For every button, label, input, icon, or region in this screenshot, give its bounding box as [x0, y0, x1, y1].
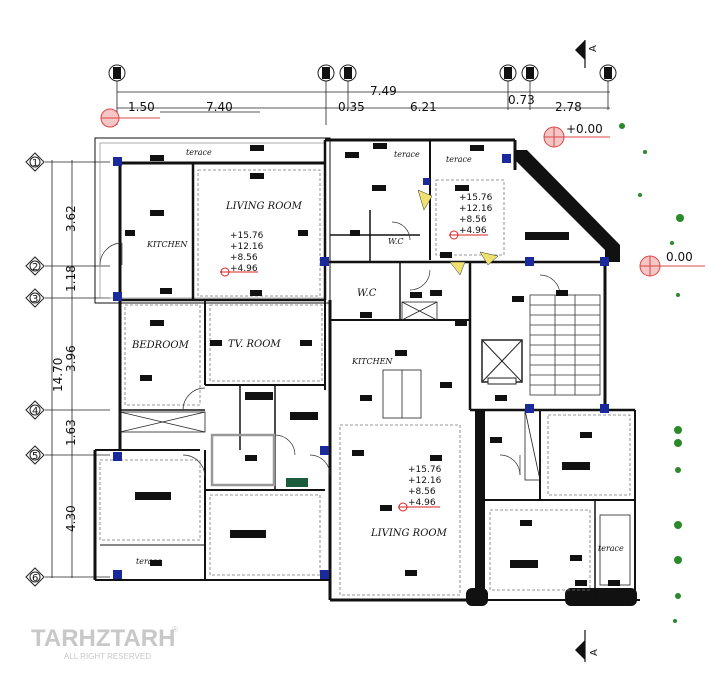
top-dimension-3: 0.35 — [338, 100, 365, 114]
svg-text:+15.76: +15.76 — [230, 231, 264, 241]
svg-text:2: 2 — [32, 262, 38, 273]
left-dimension-3: 3.96 — [64, 345, 78, 372]
left-axis-markers: 1 2 3 4 5 6 — [25, 152, 45, 587]
svg-text:A: A — [589, 649, 600, 656]
grid-marker — [317, 64, 335, 82]
svg-text:4: 4 — [32, 406, 38, 417]
svg-text:0.00: 0.00 — [666, 250, 693, 264]
living-room-left-label: LIVING ROOM — [225, 201, 303, 212]
svg-text:+4.96: +4.96 — [459, 226, 487, 236]
axis-marker-4: 4 — [25, 400, 45, 420]
axis-marker-6: 6 — [25, 567, 45, 587]
shafts — [119, 301, 631, 586]
elevator — [481, 339, 523, 385]
top-dimension-6: 2.78 — [555, 100, 582, 114]
left-dimension-chain — [45, 160, 110, 578]
level-tag-living-left: +15.76 +12.16 +8.56 +4.96 — [220, 231, 264, 277]
grid-marker — [521, 64, 539, 82]
svg-text:+12.16: +12.16 — [459, 204, 493, 214]
left-dimension-1: 3.62 — [64, 205, 78, 232]
top-dimension-chain — [116, 80, 610, 125]
wc-mid-label: W.C — [357, 288, 377, 299]
level-tag-living-right: +15.76 +12.16 +8.56 +4.96 — [398, 465, 442, 512]
watermark-registered: ® — [172, 625, 178, 634]
wall-right-mid — [475, 410, 485, 590]
window-marker-3 — [479, 251, 499, 266]
left-dimension-4: 1.63 — [64, 419, 78, 446]
elevation-marker-ground: 0.00 — [639, 250, 705, 277]
terrace-top-label: terace — [186, 148, 212, 157]
svg-text:3: 3 — [32, 294, 38, 305]
svg-text:+4.96: +4.96 — [408, 498, 436, 508]
left-dimension-5: 4.30 — [64, 505, 78, 532]
window-marker-2 — [449, 261, 466, 276]
bedroom-label: BEDROOM — [131, 340, 190, 351]
survey-dots — [619, 123, 684, 623]
exterior-walls — [93, 137, 640, 602]
level-tag-small-top: +15.76 +12.16 +8.56 +4.96 — [449, 193, 493, 240]
kitchen-mid-label: KITCHEN — [351, 357, 393, 366]
top-dimension-2: 7.40 — [206, 100, 233, 114]
tag-blocks — [125, 143, 620, 586]
column-markers — [113, 154, 609, 579]
svg-text:+4.96: +4.96 — [230, 264, 258, 274]
svg-text:+8.56: +8.56 — [230, 253, 258, 263]
wc-top-label: W.C — [388, 237, 404, 246]
svg-text:+12.16: +12.16 — [230, 242, 264, 252]
svg-text:6: 6 — [32, 573, 38, 584]
window-marker-1 — [417, 189, 433, 211]
svg-text:+0.00: +0.00 — [566, 122, 603, 136]
terrace-top-mid-label: terace — [394, 150, 420, 159]
svg-text:+12.16: +12.16 — [408, 476, 442, 486]
room-outlines — [99, 169, 631, 596]
bottom-wall-left — [466, 588, 488, 606]
top-dimension-4: 6.21 — [410, 100, 437, 114]
top-grid-markers — [108, 64, 617, 82]
axis-marker-3: 3 — [25, 288, 45, 308]
terrace-top-right-label: terace — [446, 155, 472, 164]
axis-marker-2: 2 — [25, 256, 45, 276]
svg-text:5: 5 — [32, 451, 38, 462]
axis-marker-1: 1 — [25, 152, 45, 172]
svg-text:+8.56: +8.56 — [459, 215, 487, 225]
green-fixture — [286, 478, 308, 487]
interior-walls — [100, 140, 635, 600]
diagonal-wall — [515, 150, 620, 262]
top-dimension-1: 1.50 — [128, 100, 155, 114]
grid-marker — [599, 64, 617, 82]
svg-text:A: A — [588, 45, 599, 52]
living-room-right-label: LIVING ROOM — [370, 528, 448, 539]
kitchen-left-label: KITCHEN — [146, 240, 188, 249]
left-dimension-2: 1.18 — [64, 265, 78, 292]
watermark-logo: TARHZTARH ® ALL RIGHT RESERVED — [31, 625, 178, 661]
axis-marker-5: 5 — [25, 445, 45, 465]
section-mark-bottom: A — [575, 630, 600, 662]
bottom-wall-right — [565, 588, 637, 606]
svg-text:+8.56: +8.56 — [408, 487, 436, 497]
staircase — [529, 294, 601, 396]
svg-text:+15.76: +15.76 — [459, 193, 493, 203]
watermark-brand: TARHZTARH — [31, 625, 175, 652]
svg-text:1: 1 — [32, 158, 38, 169]
terrace-bottom-label: terace — [136, 557, 162, 566]
watermark-tagline: ALL RIGHT RESERVED — [64, 652, 151, 661]
section-mark-top: A — [575, 40, 599, 68]
grid-marker — [499, 64, 517, 82]
tv-room-label: TV. ROOM — [228, 339, 281, 350]
terrace-bottom-right-label: terace — [598, 544, 624, 553]
elevation-marker-left — [100, 108, 160, 128]
top-dimension-5: 0.73 — [508, 93, 535, 107]
svg-text:+15.76: +15.76 — [408, 465, 442, 475]
left-overall-dimension: 14.70 — [51, 358, 65, 392]
grid-marker — [339, 64, 357, 82]
grid-marker — [108, 64, 126, 82]
elevation-marker-terrace: +0.00 — [543, 122, 610, 148]
top-overall-dimension: 7.49 — [370, 84, 397, 98]
